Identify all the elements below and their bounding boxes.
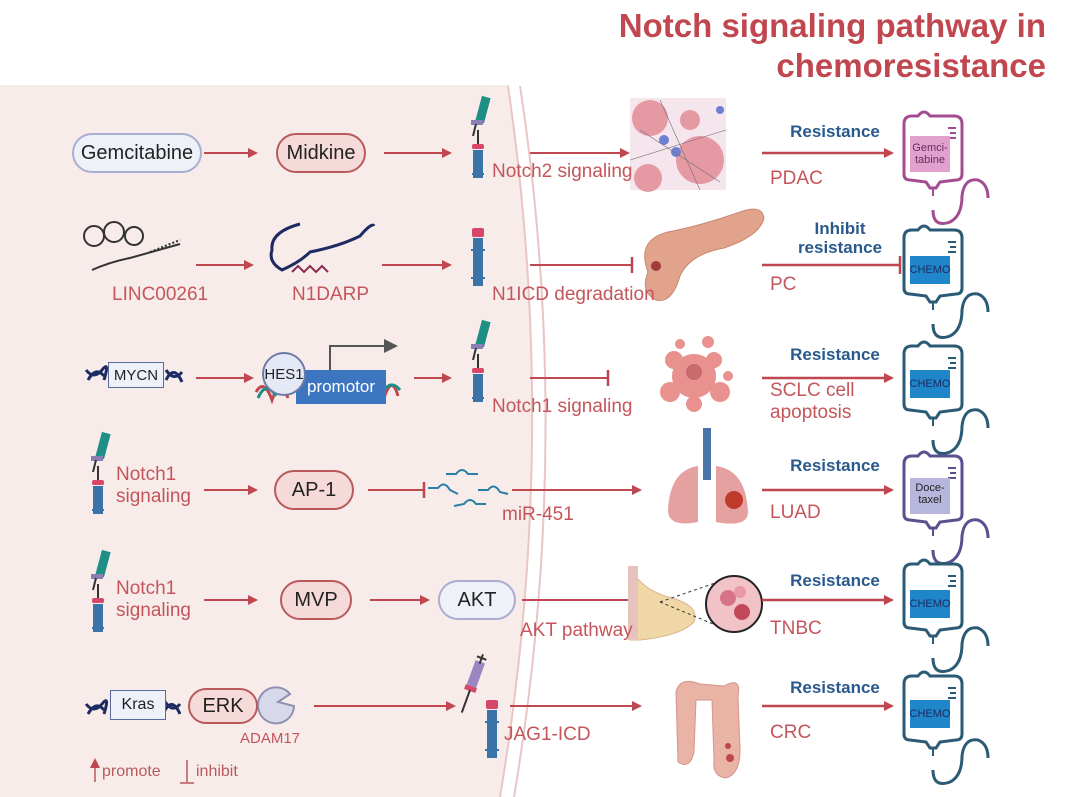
drug-label-docetaxel: Doce- taxel bbox=[910, 482, 950, 506]
drug-label-gemcitabine: Gemci- tabine bbox=[910, 142, 950, 166]
row-pdac-graphics bbox=[204, 94, 990, 225]
promotor-box: promotor bbox=[296, 370, 386, 404]
row-crc-graphics bbox=[84, 653, 990, 785]
gene-kras: Kras bbox=[110, 690, 166, 720]
lncrna-icon bbox=[83, 221, 181, 271]
outcome-label: Resistance bbox=[790, 678, 880, 697]
adam17-enzyme-icon bbox=[257, 686, 296, 725]
drug-label-chemo: CHEMO bbox=[909, 598, 951, 610]
jag1-icd-icon bbox=[484, 699, 500, 759]
n1darp-peptide-icon bbox=[269, 222, 376, 274]
mirna-icon bbox=[428, 469, 509, 507]
label-jag1-icd: JAG1-ICD bbox=[504, 724, 591, 745]
n1icd-icon bbox=[470, 227, 486, 287]
label-akt-pathway: AKT pathway bbox=[520, 620, 633, 641]
row-pc-graphics bbox=[83, 208, 990, 339]
disease-label-luad: LUAD bbox=[770, 502, 821, 523]
label-adam17: ADAM17 bbox=[240, 730, 301, 747]
dna-icon bbox=[164, 369, 184, 383]
sclc-apoptotic-cell-icon bbox=[660, 336, 733, 412]
outcome-label: Resistance bbox=[790, 345, 880, 364]
disease-label-pdac: PDAC bbox=[770, 168, 823, 189]
node-akt: AKT bbox=[438, 580, 516, 620]
pdac-tissue-icon bbox=[629, 98, 727, 192]
title-line-1: Notch signaling pathway in bbox=[618, 7, 1046, 44]
cytoplasm-region bbox=[0, 86, 533, 797]
cell-membrane-outer bbox=[513, 85, 547, 797]
disease-label-tnbc: TNBC bbox=[770, 618, 822, 639]
disease-label-crc: CRC bbox=[770, 722, 812, 743]
outcome-label: Inhibit resistance bbox=[780, 219, 900, 257]
row-luad-graphics bbox=[90, 428, 990, 565]
cell-membrane bbox=[499, 85, 534, 797]
node-erk: ERK bbox=[188, 688, 258, 724]
label-mir-451: miR-451 bbox=[502, 504, 574, 525]
page-title: Notch signaling pathway in chemoresistan… bbox=[619, 6, 1046, 86]
outcome-label: Resistance bbox=[790, 122, 880, 141]
disease-line-2: apoptosis bbox=[770, 402, 852, 423]
drug-line-2: tabine bbox=[915, 154, 945, 166]
label-notch1-signaling: Notch1 signaling bbox=[116, 578, 191, 622]
jag1-ligand-icon bbox=[460, 653, 487, 713]
dna-icon bbox=[84, 365, 109, 381]
label-notch1-signaling: Notch1 signaling bbox=[116, 464, 191, 508]
disease-line-1: SCLC cell bbox=[770, 380, 855, 401]
drug-label-chemo: CHEMO bbox=[909, 378, 951, 390]
disease-label-pc: PC bbox=[770, 274, 797, 295]
lung-icon bbox=[668, 428, 748, 524]
legend-inhibit-label: inhibit bbox=[196, 763, 238, 780]
transcription-start-arrow-icon bbox=[329, 345, 384, 370]
notch1-receptor-icon bbox=[470, 318, 492, 403]
node-midkine: Midkine bbox=[276, 133, 366, 173]
outcome-line-2: resistance bbox=[797, 238, 883, 257]
label-notch1-signaling: Notch1 signaling bbox=[492, 396, 633, 417]
drug-label-chemo: CHEMO bbox=[909, 264, 951, 276]
drug-line-2: taxel bbox=[918, 494, 942, 506]
label-line-1: Notch1 bbox=[116, 464, 177, 485]
row-sclc-graphics bbox=[84, 318, 990, 455]
notch1-receptor-icon bbox=[90, 430, 112, 515]
gene-mycn: MYCN bbox=[108, 362, 164, 388]
disease-label-sclc: SCLC cell apoptosis bbox=[770, 380, 854, 424]
notch2-receptor-icon bbox=[470, 94, 492, 179]
legend-promote-label: promote bbox=[102, 763, 161, 780]
colon-icon bbox=[675, 680, 741, 779]
breast-tumor-icon bbox=[628, 565, 763, 641]
label-line-2: signaling bbox=[116, 600, 191, 621]
drug-line-1: Doce- bbox=[915, 482, 945, 494]
outcome-label: Resistance bbox=[790, 456, 880, 475]
label-linc00261: LINC00261 bbox=[112, 284, 209, 305]
drug-label-chemo: CHEMO bbox=[909, 708, 951, 720]
row-tnbc-graphics bbox=[90, 548, 990, 673]
hes1-node: HES1 bbox=[262, 352, 306, 396]
dna-icon bbox=[84, 699, 109, 715]
outcome-label: Resistance bbox=[790, 571, 880, 590]
title-line-2: chemoresistance bbox=[776, 47, 1046, 84]
notch1-receptor-icon bbox=[90, 548, 112, 633]
label-line-1: Notch1 bbox=[116, 578, 177, 599]
label-n1icd-degradation: N1ICD degradation bbox=[492, 284, 655, 305]
label-line-2: signaling bbox=[116, 486, 191, 507]
drug-line-1: Gemci- bbox=[912, 142, 948, 154]
outcome-line-1: Inhibit bbox=[814, 219, 866, 238]
dna-icon bbox=[162, 699, 182, 715]
node-gemcitabine: Gemcitabine bbox=[72, 133, 202, 173]
label-notch2-signaling: Notch2 signaling bbox=[492, 161, 633, 182]
label-n1darp: N1DARP bbox=[292, 284, 370, 305]
node-ap-1: AP-1 bbox=[274, 470, 354, 510]
pancreas-icon bbox=[644, 208, 765, 301]
node-mvp: MVP bbox=[280, 580, 352, 620]
